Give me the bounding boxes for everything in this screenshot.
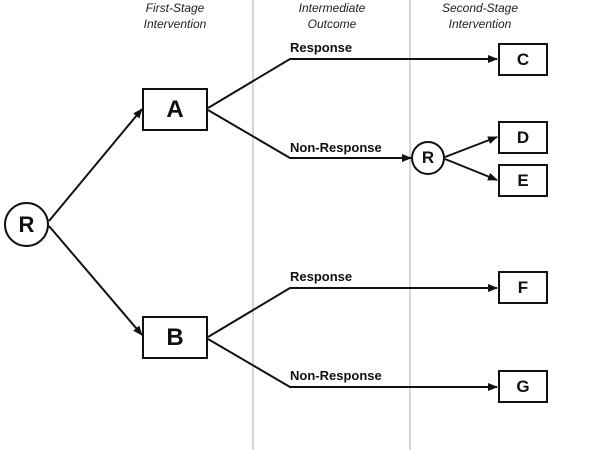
node-d: D — [498, 121, 548, 154]
edge-label-b-response: Response — [290, 269, 353, 284]
edge-label-a-non-response: Non-Response — [290, 140, 382, 155]
randomization-node-initial: R — [4, 202, 49, 247]
arrow-r-to-a — [48, 108, 143, 222]
column-header-line-2: Intervention — [448, 17, 512, 31]
arrow-r2-to-e — [444, 158, 498, 181]
node-c: C — [498, 43, 548, 76]
column-header-intermediate: Intermediate Outcome — [272, 0, 392, 32]
edge-label-a-response: Response — [290, 40, 353, 55]
node-g: G — [498, 370, 548, 403]
node-f: F — [498, 271, 548, 304]
column-header-line-2: Outcome — [307, 17, 357, 31]
column-header-first-stage: First-Stage Intervention — [115, 0, 235, 32]
column-header-line-1: First-Stage — [145, 1, 205, 15]
path-a-response — [207, 55, 498, 109]
randomization-node-second: R — [411, 141, 445, 175]
node-b: B — [142, 316, 208, 359]
edge-label-b-non-response: Non-Response — [290, 368, 382, 383]
column-header-line-2: Intervention — [143, 17, 207, 31]
node-a: A — [142, 88, 208, 131]
path-b-response — [207, 284, 498, 338]
column-header-line-1: Intermediate — [298, 1, 366, 15]
arrow-r-to-b — [48, 225, 143, 336]
column-header-second-stage: Second-Stage Intervention — [420, 0, 540, 32]
path-a-non-response — [207, 109, 412, 162]
path-b-non-response — [207, 338, 498, 391]
node-e: E — [498, 164, 548, 197]
column-header-line-1: Second-Stage — [441, 1, 519, 15]
arrow-r2-to-d — [444, 136, 498, 158]
